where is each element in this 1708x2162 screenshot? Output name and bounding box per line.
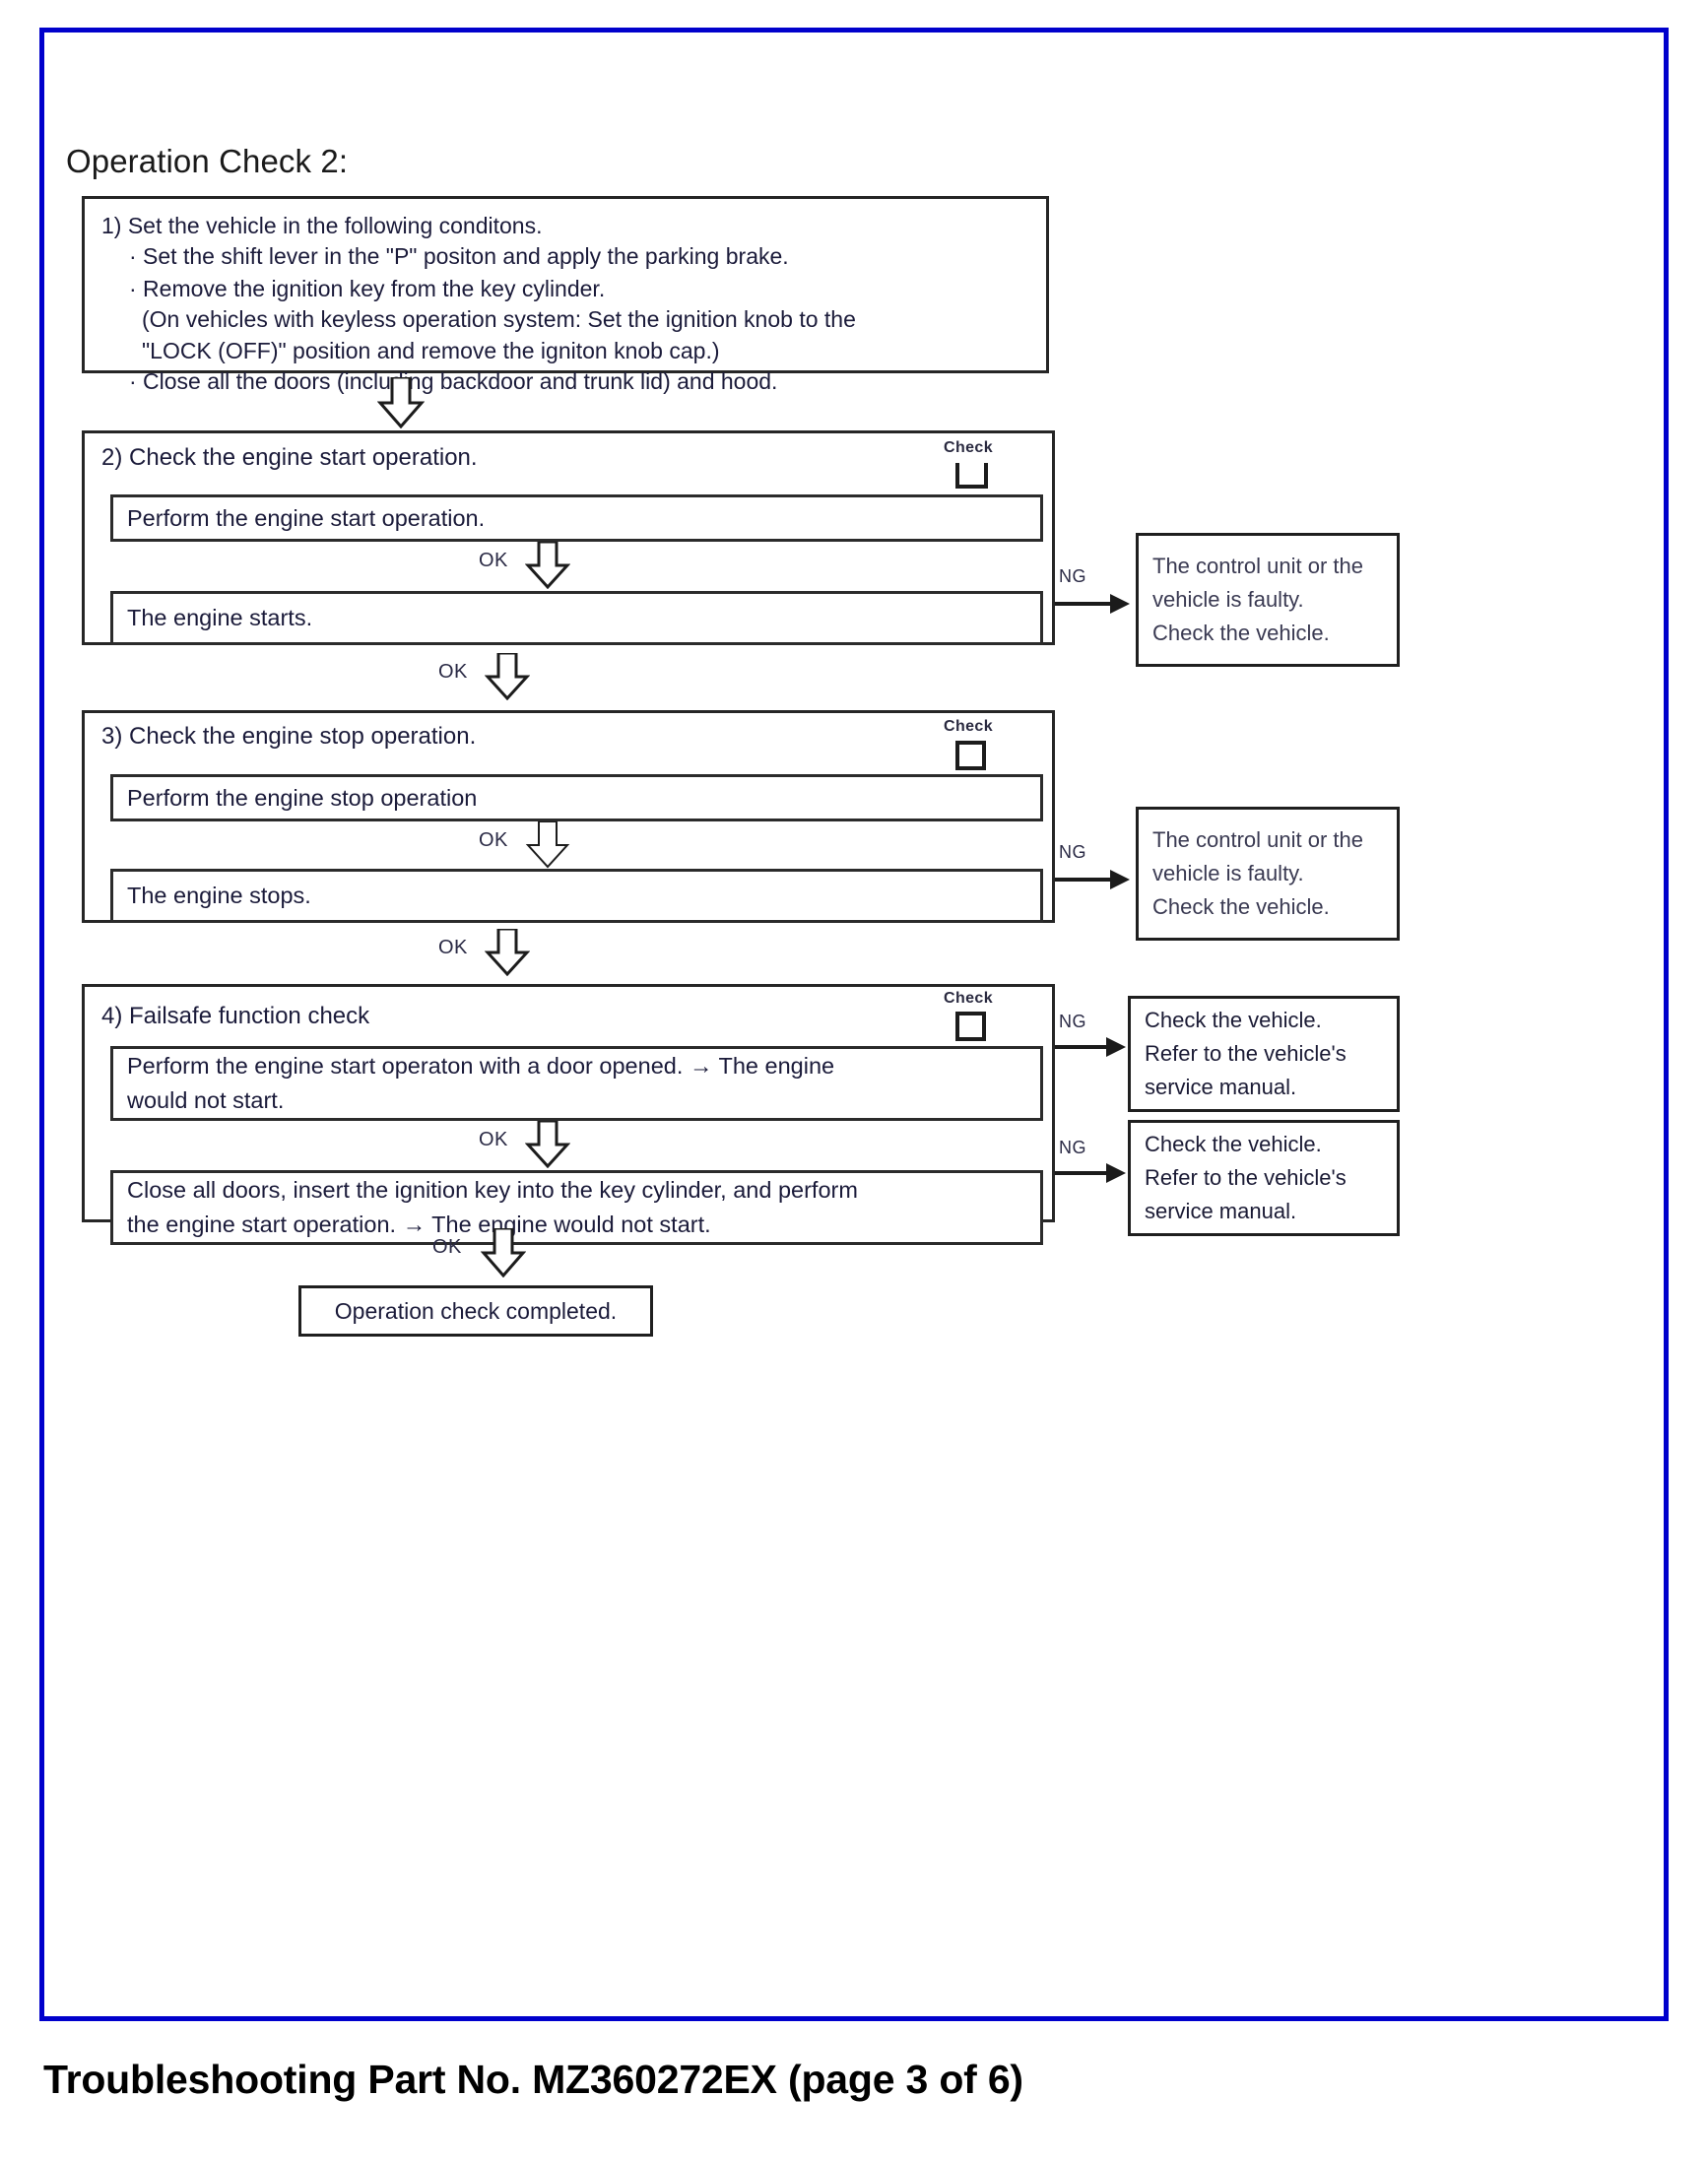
step-1-condition-line: "LOCK (OFF)" position and remove the ign… xyxy=(142,338,720,363)
step-4-outcome-text: Close all doors, insert the ignition key… xyxy=(113,1173,1040,1242)
step-4-action-text: Perform the engine start operaton with a… xyxy=(113,1049,1040,1118)
transition-ok-label-4-complete: OK xyxy=(432,1236,462,1258)
step-2-check-label: Check xyxy=(944,439,994,456)
result-line: The control unit or the xyxy=(1152,827,1364,852)
terminal-label: Operation check completed. xyxy=(334,1297,618,1324)
ng-connector-line xyxy=(1055,602,1116,606)
ng-connector-line xyxy=(1055,1171,1112,1175)
ng-connector-line xyxy=(1055,1045,1112,1049)
step-4-action-box: Perform the engine start operaton with a… xyxy=(110,1046,1043,1121)
step-2-outcome-text: The engine starts. xyxy=(127,605,313,630)
step-2-ok-label: OK xyxy=(479,550,508,571)
step-2-ng-result-box: The control unit or the vehicle is fault… xyxy=(1136,533,1400,667)
result-line: vehicle is faulty. xyxy=(1152,861,1304,885)
flowchart-diagram: Operation Check 2: 1) Set the vehicle in… xyxy=(44,33,1664,2016)
step-4-heading: 4) Failsafe function check xyxy=(101,1003,370,1029)
flow-arrow-down xyxy=(484,651,531,701)
step-3-action-text: Perform the engine stop operation xyxy=(127,784,478,811)
step-2-outcome-box: The engine starts. xyxy=(110,591,1043,645)
flow-arrow-down xyxy=(524,540,571,590)
result-line: vehicle is faulty. xyxy=(1152,587,1304,612)
step-3-check-label: Check xyxy=(944,718,994,735)
step-1-condition-line: (On vehicles with keyless operation syst… xyxy=(142,306,856,332)
ng-connector-line xyxy=(1055,878,1116,882)
terminal-completion-box: Operation check completed. xyxy=(298,1285,653,1337)
action-line: would not start. xyxy=(127,1087,285,1113)
step-4-check-label: Check xyxy=(944,990,994,1007)
result-line: Check the vehicle. xyxy=(1145,1132,1322,1156)
step-4-ok-label: OK xyxy=(479,1129,508,1150)
result-line: Check the vehicle. xyxy=(1152,894,1330,919)
step-4-ng-result-text-second: Check the vehicle. Refer to the vehicle'… xyxy=(1131,1128,1360,1228)
outcome-line: the engine start operation. → The engine… xyxy=(127,1212,711,1237)
flow-arrow-down xyxy=(484,927,531,977)
step-3-heading: 3) Check the engine stop operation. xyxy=(101,723,477,750)
transition-ok-label-3-4: OK xyxy=(438,937,468,958)
step-3-ng-result-box: The control unit or the vehicle is fault… xyxy=(1136,807,1400,941)
step-3-outcome-box: The engine stops. xyxy=(110,869,1043,923)
page-title: Operation Check 2: xyxy=(66,143,349,179)
step-3-ng-result-text: The control unit or the vehicle is fault… xyxy=(1139,823,1377,924)
step-3-action-box: Perform the engine stop operation xyxy=(110,774,1043,821)
step-2-action-box: Perform the engine start operation. xyxy=(110,494,1043,542)
step-4-ng-label-first: NG xyxy=(1059,1012,1086,1031)
step-2-ng-label: NG xyxy=(1059,566,1086,586)
transition-ok-label-2-3: OK xyxy=(438,661,468,683)
result-line: service manual. xyxy=(1145,1075,1297,1099)
flow-arrow-down xyxy=(524,1119,571,1169)
step-2-action-text: Perform the engine start operation. xyxy=(127,504,486,531)
result-line: Refer to the vehicle's xyxy=(1145,1041,1347,1066)
step-3-ok-label: OK xyxy=(479,829,508,851)
step-1-condition-line: · Set the shift lever in the "P" positon… xyxy=(129,243,789,269)
action-line: Perform the engine start operaton with a… xyxy=(127,1053,835,1079)
outcome-line: Close all doors, insert the ignition key… xyxy=(127,1177,858,1203)
step-1-condition-line: · Close all the doors (including backdoo… xyxy=(129,368,778,394)
step-4-ng-result-box-first: Check the vehicle. Refer to the vehicle'… xyxy=(1128,996,1400,1112)
result-line: Refer to the vehicle's xyxy=(1145,1165,1347,1190)
step-4-ng-label-second: NG xyxy=(1059,1138,1086,1157)
step-1-box: 1) Set the vehicle in the following cond… xyxy=(82,196,1049,394)
step-3-ng-label: NG xyxy=(1059,842,1086,862)
step-2-heading: 2) Check the engine start operation. xyxy=(101,444,478,471)
step-4-outcome-box: Close all doors, insert the ignition key… xyxy=(110,1170,1043,1245)
step-4-ng-result-box-second: Check the vehicle. Refer to the vehicle'… xyxy=(1128,1120,1400,1236)
result-line: The control unit or the xyxy=(1152,554,1364,578)
step-2-box: 2) Check the engine start operation. Che… xyxy=(82,430,1055,645)
step-4-checkbox[interactable] xyxy=(955,1012,986,1041)
step-2-checkbox[interactable] xyxy=(955,463,988,489)
step-3-outcome-text: The engine stops. xyxy=(127,883,311,908)
step-3-box: 3) Check the engine stop operation. Chec… xyxy=(82,710,1055,923)
step-4-box: 4) Failsafe function check Check Perform… xyxy=(82,984,1055,1245)
step-3-checkbox[interactable] xyxy=(955,741,986,770)
page-border-frame: Operation Check 2: 1) Set the vehicle in… xyxy=(39,28,1669,2021)
footer-caption: Troubleshooting Part No. MZ360272EX (pag… xyxy=(43,2057,1023,2102)
step-2-ng-result-text: The control unit or the vehicle is fault… xyxy=(1139,550,1377,650)
step-1-heading: 1) Set the vehicle in the following cond… xyxy=(101,213,543,238)
step-4-ng-result-text-first: Check the vehicle. Refer to the vehicle'… xyxy=(1131,1004,1360,1104)
flow-arrow-down xyxy=(525,820,570,869)
result-line: Check the vehicle. xyxy=(1152,621,1330,645)
result-line: service manual. xyxy=(1145,1199,1297,1223)
result-line: Check the vehicle. xyxy=(1145,1008,1322,1032)
step-1-condition-line: · Remove the ignition key from the key c… xyxy=(129,276,606,301)
